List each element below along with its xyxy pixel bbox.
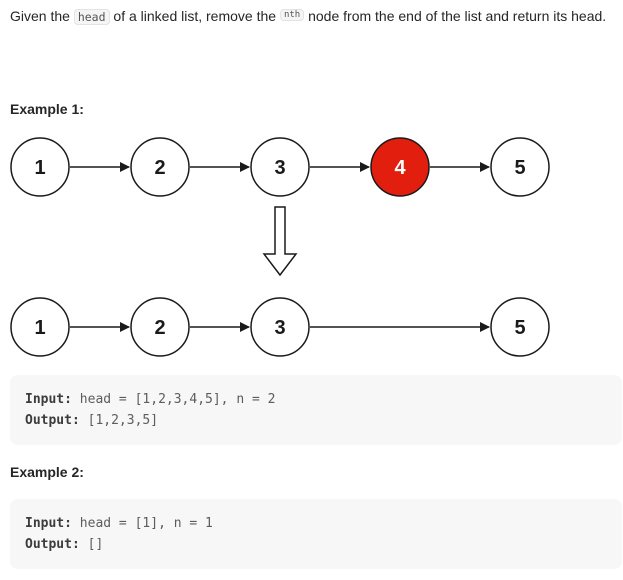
down-arrow-icon xyxy=(262,206,298,277)
description-text: of a linked list, remove the xyxy=(109,8,280,24)
list-node: 1 xyxy=(10,137,70,197)
node-label: 2 xyxy=(154,317,165,339)
removed-node: 4 xyxy=(370,137,430,197)
output-line: Output: [1,2,3,5] xyxy=(25,413,158,428)
list-node: 5 xyxy=(490,137,550,197)
node-label: 1 xyxy=(34,157,45,179)
node-label: 5 xyxy=(514,317,525,339)
input-label: Input: xyxy=(25,516,72,531)
inline-code-nth: nth xyxy=(279,9,305,21)
linked-list-diagram: 1 2 3 4 5 1 2 3 5 xyxy=(10,137,550,357)
list-node: 3 xyxy=(250,297,310,357)
problem-description: Given the head of a linked list, remove … xyxy=(10,6,610,30)
output-value: [1,2,3,5] xyxy=(87,413,159,428)
output-value: [] xyxy=(87,537,104,552)
list-node: 3 xyxy=(250,137,310,197)
list-node: 1 xyxy=(10,297,70,357)
description-text: node from the end of the list and return… xyxy=(304,8,607,24)
description-text: Given the xyxy=(10,8,74,24)
node-label: 5 xyxy=(514,157,525,179)
output-label: Output: xyxy=(25,537,80,552)
node-label: 4 xyxy=(394,157,406,179)
node-label: 2 xyxy=(154,157,165,179)
list-node: 5 xyxy=(490,297,550,357)
input-value: head = [1], n = 1 xyxy=(79,516,213,531)
node-label: 3 xyxy=(274,317,285,339)
output-label: Output: xyxy=(25,413,80,428)
example-1-title: Example 1: xyxy=(10,101,84,117)
input-line: Input: head = [1,2,3,4,5], n = 2 xyxy=(25,392,275,407)
input-value: head = [1,2,3,4,5], n = 2 xyxy=(79,392,276,407)
list-node: 2 xyxy=(130,297,190,357)
output-line: Output: [] xyxy=(25,537,103,552)
example-2-code-block: Input: head = [1], n = 1 Output: [] xyxy=(10,499,622,569)
node-label: 3 xyxy=(274,157,285,179)
example-2-title: Example 2: xyxy=(10,464,84,480)
input-line: Input: head = [1], n = 1 xyxy=(25,516,213,531)
input-label: Input: xyxy=(25,392,72,407)
inline-code-head: head xyxy=(73,9,110,25)
list-node: 2 xyxy=(130,137,190,197)
node-label: 1 xyxy=(34,317,45,339)
example-1-code-block: Input: head = [1,2,3,4,5], n = 2 Output:… xyxy=(10,375,622,445)
